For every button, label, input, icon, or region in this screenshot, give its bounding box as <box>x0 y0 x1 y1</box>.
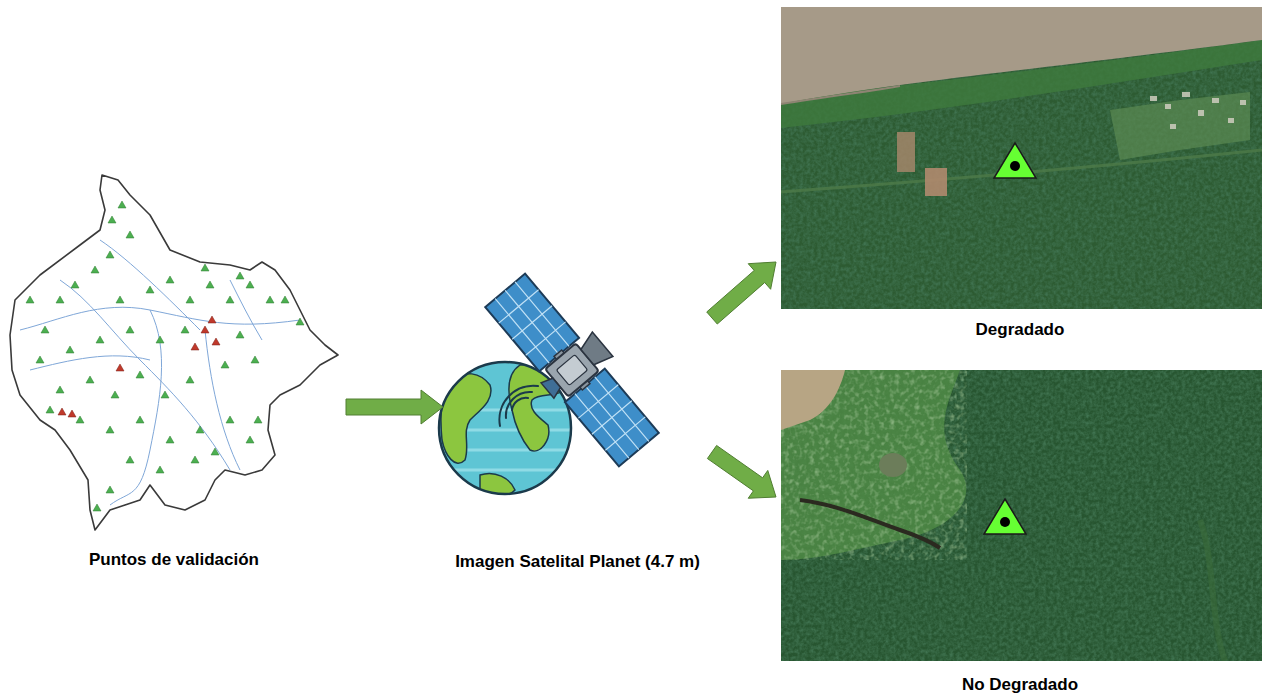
map-rivers <box>20 240 300 505</box>
node-label: Degradado <box>976 320 1065 340</box>
satellite-image <box>781 370 1262 661</box>
region-map <box>10 175 338 530</box>
map-panel: Puntos de validación <box>6 168 342 570</box>
validation-points <box>26 201 304 511</box>
image-panel: Degradado <box>780 7 1260 340</box>
image-panel: No Degradado <box>780 368 1260 695</box>
block-arrow <box>707 262 776 324</box>
node-label: Puntos de validación <box>89 550 259 570</box>
block-arrow <box>707 445 776 498</box>
block-arrow <box>346 390 443 424</box>
satellite-image <box>781 7 1262 309</box>
node-label: No Degradado <box>962 675 1078 695</box>
node-label: Imagen Satelital Planet (4.7 m) <box>455 552 700 572</box>
degraded-points <box>58 316 220 417</box>
satellite-icon <box>439 265 669 497</box>
map-outline <box>10 175 338 530</box>
satellite-panel: Imagen Satelital Planet (4.7 m) <box>447 282 708 572</box>
